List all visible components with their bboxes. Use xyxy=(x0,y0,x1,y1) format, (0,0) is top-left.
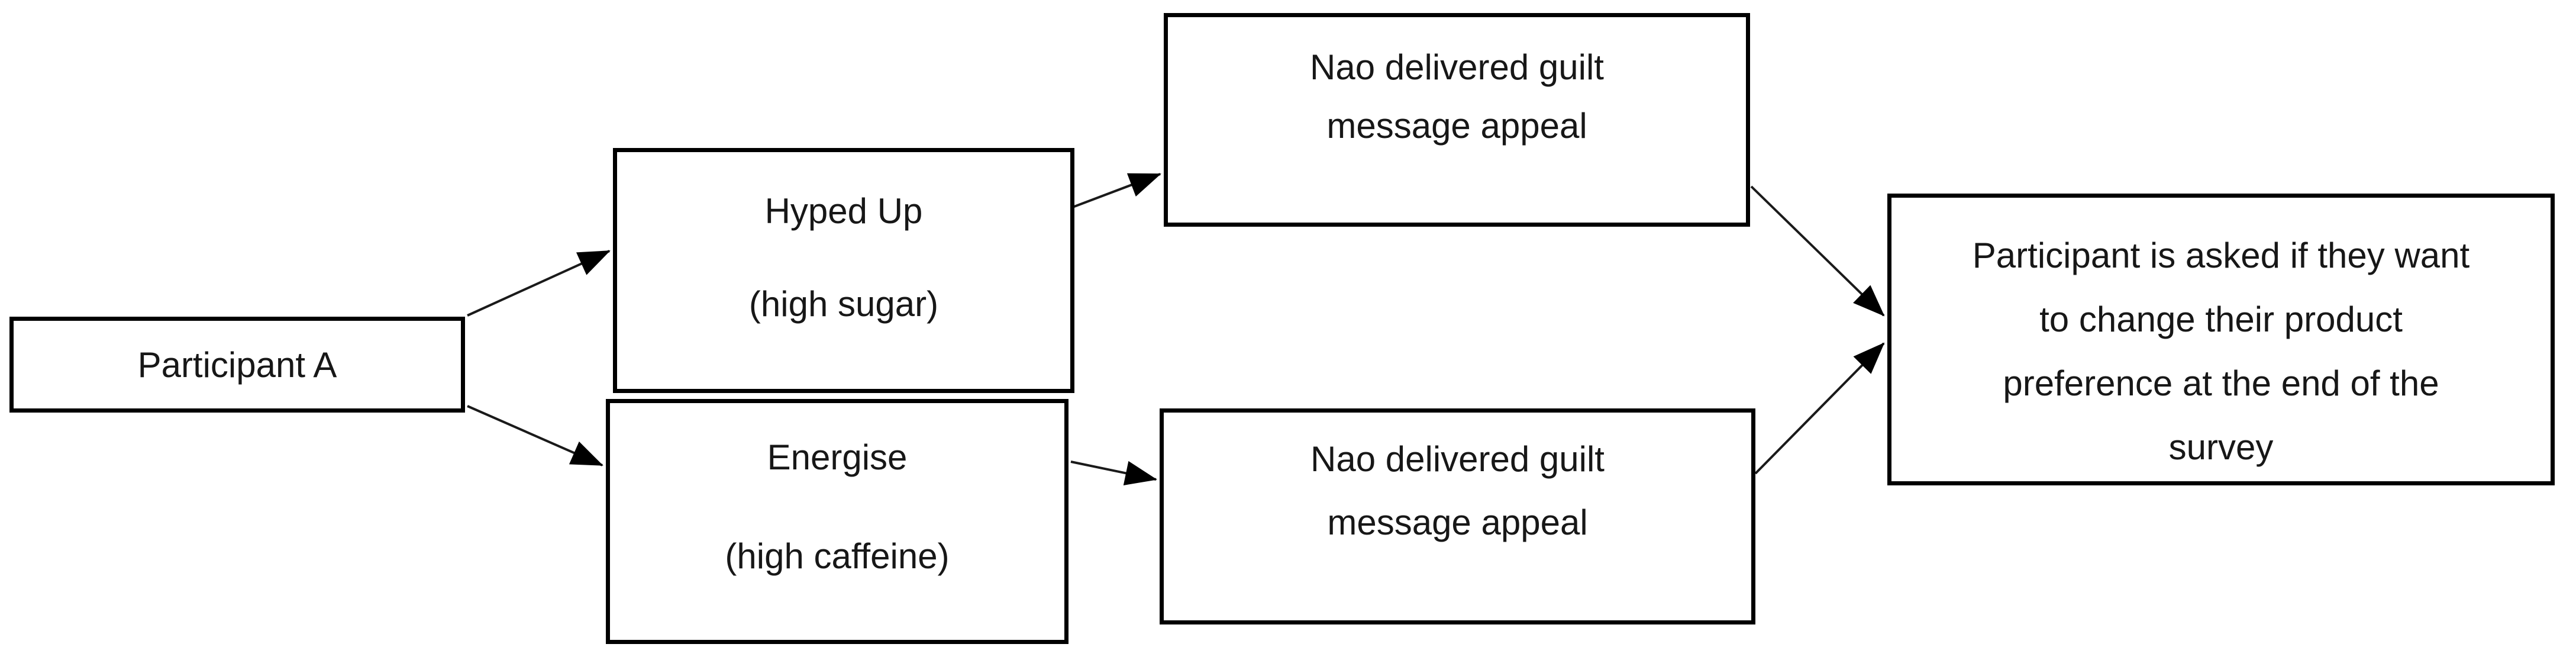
node-hyped-up: Hyped Up (high sugar) xyxy=(613,148,1074,393)
node-outcome-line4: survey xyxy=(2168,427,2274,467)
node-nao-guilt-top: Nao delivered guilt message appeal xyxy=(1164,13,1750,227)
node-participant-a: Participant A xyxy=(9,317,465,413)
node-outcome-line1: Participant is asked if they want xyxy=(1972,236,2470,275)
arrow-nao-guilt-bottom-to-outcome xyxy=(1754,342,1885,475)
arrow-hyped-up-to-nao-guilt-top xyxy=(1072,173,1161,208)
node-nao-guilt-bottom-line1: Nao delivered guilt xyxy=(1310,439,1605,479)
arrow-nao-guilt-top-to-outcome xyxy=(1750,185,1885,317)
node-outcome-line3: preference at the end of the xyxy=(2003,363,2439,403)
arrow-participant-a-to-energise xyxy=(467,405,603,466)
arrow-participant-a-to-hyped-up xyxy=(467,250,611,317)
node-hyped-up-sublabel: (high sugar) xyxy=(748,284,939,324)
node-participant-a-label: Participant A xyxy=(137,345,337,385)
node-nao-guilt-bottom-line2: message appeal xyxy=(1327,503,1588,542)
node-nao-guilt-top-line2: message appeal xyxy=(1326,106,1587,146)
node-nao-guilt-bottom: Nao delivered guilt message appeal xyxy=(1160,408,1755,624)
node-outcome-line2: to change their product xyxy=(2039,300,2403,339)
node-outcome: Participant is asked if they want to cha… xyxy=(1887,194,2555,485)
node-energise-sublabel: (high caffeine) xyxy=(725,536,950,576)
node-hyped-up-label: Hyped Up xyxy=(764,191,923,231)
node-energise-label: Energise xyxy=(767,437,908,477)
node-nao-guilt-top-line1: Nao delivered guilt xyxy=(1310,47,1604,87)
arrow-energise-to-nao-guilt-bottom xyxy=(1070,461,1157,485)
node-energise: Energise (high caffeine) xyxy=(606,399,1069,644)
